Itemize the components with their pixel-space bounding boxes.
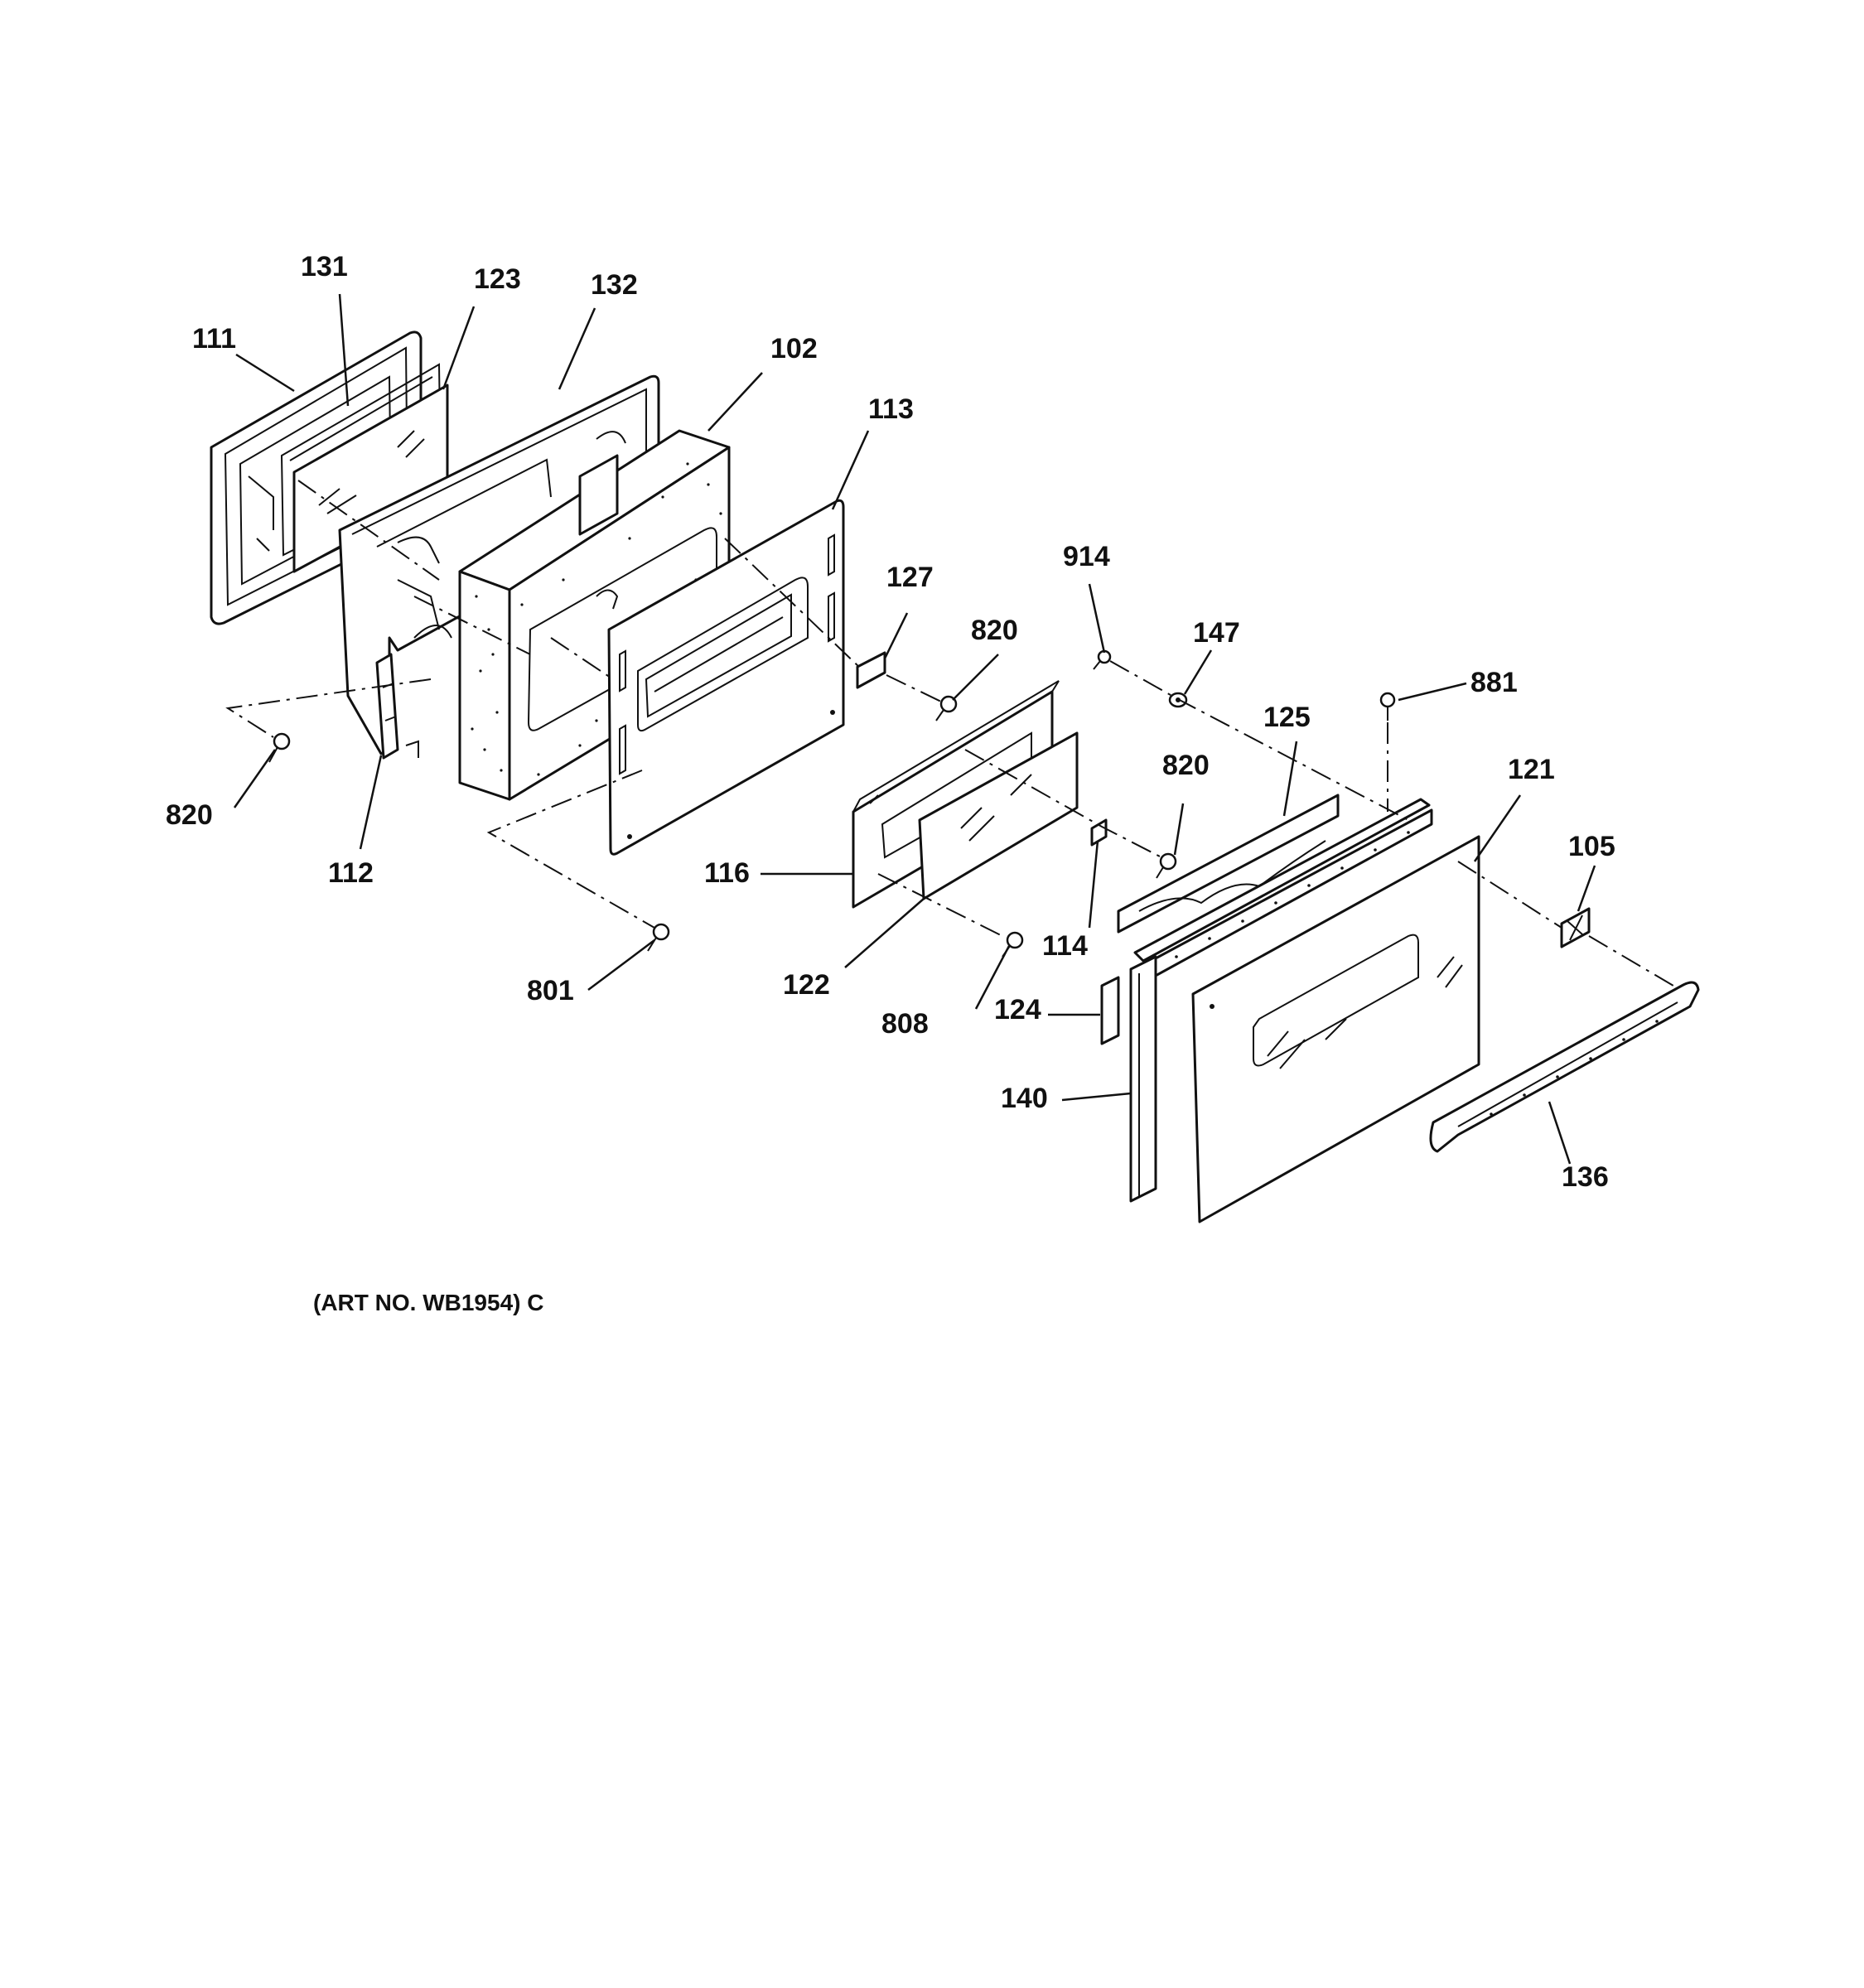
callout-114: 114 [1042, 930, 1088, 962]
callout-127: 127 [886, 562, 934, 593]
part-127-bracket [856, 651, 886, 689]
screw-801 [647, 923, 670, 952]
callout-111: 111 [192, 323, 236, 355]
callout-122: 122 [783, 969, 830, 1001]
part-125-vent-trim [1117, 794, 1340, 934]
frame-strip-dots [1175, 831, 1410, 958]
callout-140: 140 [1001, 1083, 1048, 1114]
callout-105: 105 [1568, 831, 1615, 862]
screw-914 [1093, 649, 1112, 670]
part-136-door-handle [1429, 981, 1700, 1153]
outer-door-glass-panel [1191, 835, 1480, 1223]
part-140-side-channel [1129, 955, 1157, 1203]
callout-131: 131 [301, 251, 348, 282]
callout-121: 121 [1508, 754, 1555, 785]
screw-820-right [1156, 852, 1177, 879]
screw-881 [1379, 692, 1396, 721]
part-112-hinge-bar [375, 653, 419, 760]
callout-124: 124 [994, 994, 1041, 1025]
part-124-side-trim [1100, 976, 1120, 1045]
art-number-caption: (ART NO. WB1954) C [313, 1290, 543, 1315]
callout-labels: 131 123 132 111 102 113 127 914 820 147 … [166, 251, 1615, 1193]
callout-116: 116 [704, 857, 750, 889]
callout-820-left: 820 [166, 799, 213, 831]
callout-112: 112 [328, 857, 374, 889]
part-121-frame-strip [1133, 798, 1433, 983]
callout-125: 125 [1263, 702, 1311, 733]
part-122-middle-glass [918, 731, 1079, 900]
handle-grip-dots [1490, 1020, 1659, 1116]
callout-136: 136 [1562, 1161, 1609, 1193]
callout-147: 147 [1193, 617, 1240, 649]
part-114-clip [1090, 818, 1108, 847]
callout-801: 801 [527, 975, 574, 1006]
callout-102: 102 [770, 333, 818, 364]
part-113-inner-panel [607, 499, 845, 856]
callout-132: 132 [591, 269, 638, 301]
callout-820-middle: 820 [971, 615, 1018, 646]
callout-808: 808 [881, 1008, 929, 1040]
callout-881: 881 [1470, 667, 1518, 698]
callout-914: 914 [1063, 541, 1110, 572]
part-105-handle-bracket [1560, 907, 1591, 948]
assembly-lines [225, 480, 1674, 987]
callout-123: 123 [474, 263, 521, 295]
callout-113: 113 [868, 393, 914, 425]
screw-820-left [268, 732, 291, 763]
leader-lines [233, 293, 1596, 1165]
screw-820-middle [935, 695, 958, 721]
callout-820-right: 820 [1162, 750, 1210, 781]
part-123-inner-glass [292, 384, 449, 573]
